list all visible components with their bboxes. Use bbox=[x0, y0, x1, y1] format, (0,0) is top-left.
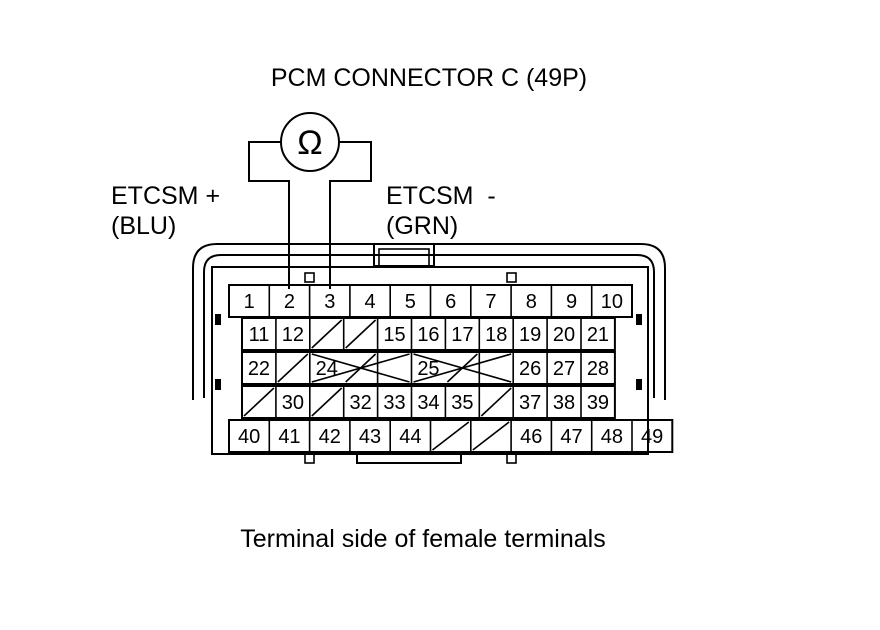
pin-row-frame bbox=[241, 351, 616, 385]
tab-top-right bbox=[506, 272, 517, 283]
pin-row-frame bbox=[241, 385, 616, 419]
terminal-8: 8 bbox=[526, 291, 537, 313]
empty-cavity-slash bbox=[277, 353, 309, 383]
terminal-21: 21 bbox=[587, 324, 609, 346]
ohm-symbol: Ω bbox=[297, 124, 322, 162]
terminal-34: 34 bbox=[417, 392, 439, 414]
terminal-18: 18 bbox=[485, 324, 507, 346]
empty-cavity-slash bbox=[432, 421, 470, 451]
empty-cavity-slash bbox=[472, 421, 510, 451]
terminal-6: 6 bbox=[445, 291, 456, 313]
terminal-11: 11 bbox=[249, 324, 270, 346]
terminal-12: 12 bbox=[282, 324, 304, 346]
diagram-title: PCM CONNECTOR C (49P) bbox=[271, 64, 587, 92]
terminal-46: 46 bbox=[520, 426, 542, 448]
right-key-upper bbox=[636, 314, 642, 325]
terminal-33: 33 bbox=[383, 392, 405, 414]
terminal-44: 44 bbox=[399, 426, 421, 448]
empty-cavity-slash bbox=[311, 387, 343, 417]
terminal-9: 9 bbox=[566, 291, 577, 313]
terminal-41: 41 bbox=[278, 426, 300, 448]
terminal-10: 10 bbox=[601, 291, 623, 313]
terminal-side-caption: Terminal side of female terminals bbox=[240, 525, 605, 553]
etcsm-positive-wire: (BLU) bbox=[111, 212, 176, 240]
terminal-26: 26 bbox=[519, 358, 541, 380]
terminal-35: 35 bbox=[451, 392, 473, 414]
pin-row-frame bbox=[228, 419, 674, 453]
left-key-upper bbox=[215, 314, 221, 325]
terminal-42: 42 bbox=[319, 426, 341, 448]
tab-bottom-left bbox=[304, 453, 315, 464]
terminal-20: 20 bbox=[553, 324, 575, 346]
terminal-47: 47 bbox=[560, 426, 582, 448]
tab-top-left bbox=[304, 272, 315, 283]
terminal-38: 38 bbox=[553, 392, 575, 414]
etcsm-negative-wire: (GRN) bbox=[386, 212, 458, 240]
empty-cavity-slash bbox=[345, 319, 377, 349]
connector-housing bbox=[192, 243, 666, 464]
terminal-39: 39 bbox=[587, 392, 609, 414]
terminal-24: 24 bbox=[316, 358, 338, 380]
terminal-25: 25 bbox=[417, 358, 439, 380]
left-key-lower bbox=[215, 379, 221, 390]
right-key-lower bbox=[636, 379, 642, 390]
top-latch-inner bbox=[378, 248, 430, 267]
empty-cavity-cross bbox=[311, 353, 410, 383]
terminal-40: 40 bbox=[238, 426, 260, 448]
terminal-5: 5 bbox=[405, 291, 416, 313]
empty-cavity-slash bbox=[480, 387, 512, 417]
terminal-49: 49 bbox=[641, 426, 663, 448]
terminal-37: 37 bbox=[519, 392, 541, 414]
empty-cavity-cross bbox=[413, 353, 512, 383]
terminal-2: 2 bbox=[284, 291, 295, 313]
terminal-30: 30 bbox=[282, 392, 304, 414]
terminal-1: 1 bbox=[244, 291, 255, 313]
terminal-16: 16 bbox=[417, 324, 439, 346]
terminal-22: 22 bbox=[248, 358, 270, 380]
probe-lead-negative bbox=[329, 141, 372, 289]
terminal-15: 15 bbox=[383, 324, 405, 346]
terminal-28: 28 bbox=[587, 358, 609, 380]
terminal-17: 17 bbox=[451, 324, 473, 346]
empty-cavity-slash bbox=[243, 387, 275, 417]
ohmmeter: Ω bbox=[248, 112, 372, 289]
bottom-latch bbox=[356, 453, 462, 464]
terminal-32: 32 bbox=[350, 392, 372, 414]
etcsm-positive-label: ETCSM + bbox=[111, 182, 220, 210]
probe-lead-positive bbox=[248, 141, 290, 289]
terminal-19: 19 bbox=[519, 324, 541, 346]
terminal-3: 3 bbox=[324, 291, 335, 313]
terminal-4: 4 bbox=[364, 291, 375, 313]
terminal-7: 7 bbox=[485, 291, 496, 313]
terminal-27: 27 bbox=[553, 358, 575, 380]
terminal-43: 43 bbox=[359, 426, 381, 448]
pin-row-frame bbox=[241, 317, 616, 351]
etcsm-negative-label: ETCSM - bbox=[386, 182, 496, 210]
empty-cavity-slash bbox=[311, 319, 343, 349]
terminal-48: 48 bbox=[601, 426, 623, 448]
tab-bottom-right bbox=[506, 453, 517, 464]
